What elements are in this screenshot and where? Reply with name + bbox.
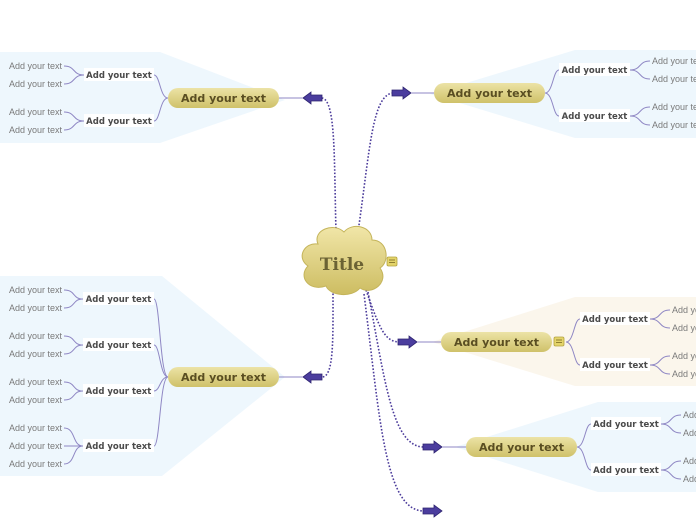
subtopic-box[interactable] xyxy=(559,109,630,122)
connector-bottom xyxy=(363,293,425,512)
arrow-right-icon[interactable] xyxy=(391,86,412,100)
branch-top-left: Add your text Add your text Add your tex… xyxy=(9,61,279,135)
leaf-label[interactable]: Add your text xyxy=(683,428,696,438)
subtopic-box[interactable] xyxy=(559,63,630,76)
leaf-label[interactable]: Add your text xyxy=(672,351,696,361)
leaf-label[interactable]: Add your text xyxy=(683,456,696,466)
branch-top-right: Add your text Add your text Add your tex… xyxy=(434,56,696,130)
leaf-label[interactable]: Add your text xyxy=(9,395,63,405)
subtopic-box[interactable] xyxy=(84,114,154,127)
connector-top-left xyxy=(321,97,337,233)
main-topic-top-left[interactable] xyxy=(168,88,279,108)
subtopic-label: Add your text xyxy=(582,361,648,371)
subtopic-label: Add your text xyxy=(582,315,648,325)
subtopic-label: Add your text xyxy=(86,387,152,397)
leaf-label[interactable]: Add your text xyxy=(672,323,696,333)
panel-bottom-left xyxy=(0,276,285,476)
subtopic-box[interactable] xyxy=(84,68,154,81)
main-topic-top-right[interactable] xyxy=(434,83,545,103)
leaf-label[interactable]: Add your text xyxy=(9,377,63,387)
connector-mid-right xyxy=(365,289,401,343)
leaf-label[interactable]: Add your text xyxy=(672,369,696,379)
leaf-label[interactable]: Add your text xyxy=(9,61,63,71)
leaf-label[interactable]: Add your text xyxy=(9,107,63,117)
main-topic-bottom-right[interactable] xyxy=(466,437,577,457)
leaf-label[interactable]: Add your text xyxy=(9,459,63,469)
subtopic-label: Add your text xyxy=(86,442,152,452)
main-topic-label: Add your text xyxy=(479,441,564,454)
leaf-label[interactable]: Add your text xyxy=(9,125,63,135)
leaf-label[interactable]: Add your text xyxy=(9,79,63,89)
leaf-label[interactable]: Add your text xyxy=(652,74,696,84)
connectors xyxy=(321,92,425,512)
arrow-left-icon[interactable] xyxy=(302,91,323,105)
leaf-label[interactable]: Add your text xyxy=(683,410,696,420)
subtopic-label: Add your text xyxy=(562,66,628,76)
connector-top-right xyxy=(357,92,395,233)
cloud-shape xyxy=(301,225,387,295)
main-topic-mid-right[interactable] xyxy=(441,332,552,352)
subtopic-box[interactable] xyxy=(591,417,661,430)
branch-mid-right: Add your text Add your text Add your tex… xyxy=(441,305,696,379)
leaf-label[interactable]: Add your text xyxy=(9,303,63,313)
subtopic-label: Add your text xyxy=(86,117,152,127)
central-topic[interactable]: Title xyxy=(301,225,387,295)
note-icon[interactable] xyxy=(553,336,565,347)
subtopic-label: Add your text xyxy=(86,71,152,81)
leaf-label[interactable]: Add your text xyxy=(9,441,63,451)
main-topic-label: Add your text xyxy=(181,371,266,384)
leaf-label[interactable]: Add your text xyxy=(9,331,63,341)
central-title: Title xyxy=(320,255,364,275)
arrow-links xyxy=(279,92,466,448)
leaf-label[interactable]: Add your text xyxy=(9,285,63,295)
connector-bottom-right xyxy=(367,291,425,448)
leaf-label[interactable]: Add your text xyxy=(683,474,696,484)
leaf-label[interactable]: Add your text xyxy=(9,349,63,359)
subtopic-box[interactable] xyxy=(591,463,661,476)
subtopic-label: Add your text xyxy=(593,420,659,430)
subtopic-box[interactable] xyxy=(83,292,154,305)
branch-bottom-left: Add your text Add your text Add your tex… xyxy=(9,285,279,469)
main-topic-label: Add your text xyxy=(447,87,532,100)
main-topic-label: Add your text xyxy=(454,336,539,349)
leaf-label[interactable]: Add your text xyxy=(652,120,696,130)
leaf-label[interactable]: Add your text xyxy=(672,305,696,315)
arrow-right-icon[interactable] xyxy=(422,440,443,454)
subtopic-label: Add your text xyxy=(593,466,659,476)
leaf-label[interactable]: Add your text xyxy=(9,423,63,433)
leaf-label[interactable]: Add your text xyxy=(652,102,696,112)
arrow-left-icon[interactable] xyxy=(302,370,323,384)
main-topic-label: Add your text xyxy=(181,92,266,105)
leaf-label[interactable]: Add your text xyxy=(652,56,696,66)
main-topic-bottom-left[interactable] xyxy=(168,367,279,387)
note-icon[interactable] xyxy=(386,256,398,267)
connector-bottom-left xyxy=(321,289,334,378)
panel-top-left xyxy=(0,52,285,143)
subtopic-box[interactable] xyxy=(580,358,650,371)
subtopic-box[interactable] xyxy=(83,439,154,452)
subtopic-box[interactable] xyxy=(580,312,650,325)
subtopic-label: Add your text xyxy=(86,295,152,305)
arrow-right-icon[interactable] xyxy=(397,335,418,349)
arrow-right-icon[interactable] xyxy=(422,504,443,518)
subtopic-box[interactable] xyxy=(83,384,154,397)
branch-bottom-right: Add your text Add your text Add your tex… xyxy=(466,410,696,484)
subtopic-label: Add your text xyxy=(562,112,628,122)
subtopic-box[interactable] xyxy=(83,338,154,351)
subtopic-label: Add your text xyxy=(86,341,152,351)
